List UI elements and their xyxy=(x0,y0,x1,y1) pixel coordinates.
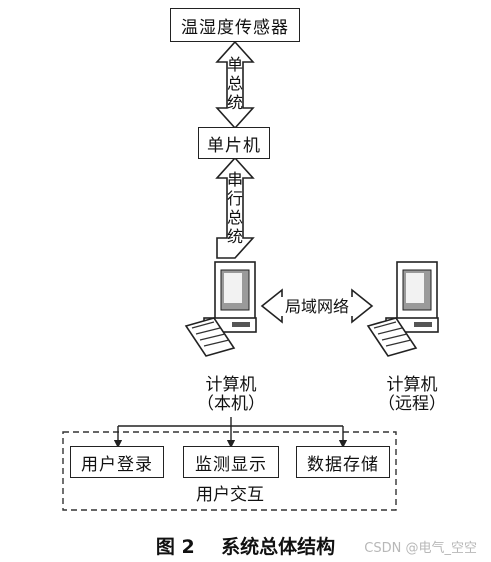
monitor-box: 监测显示 xyxy=(183,446,279,478)
local-computer-label: 计算机 （本机） xyxy=(186,376,276,414)
local-computer-sub: （本机） xyxy=(197,394,265,414)
serial-bus-char: 串 xyxy=(226,170,243,189)
serial-bus-arrow xyxy=(215,156,255,259)
module-connectors xyxy=(113,417,348,449)
watermark: CSDN @电气_空空 xyxy=(364,541,477,556)
storage-label: 数据存储 xyxy=(307,454,379,475)
serial-bus-char: 统 xyxy=(226,227,243,246)
mcu-box: 单片机 xyxy=(198,127,270,159)
sensor-box: 温湿度传感器 xyxy=(170,8,300,42)
serial-bus-char: 总 xyxy=(226,208,243,227)
single-bus-char: 单 xyxy=(226,55,243,74)
monitor-label: 监测显示 xyxy=(195,454,267,475)
serial-bus-label: 串 行 总 统 xyxy=(225,170,245,246)
remote-computer-label: 计算机 （远程） xyxy=(367,376,457,414)
lan-label: 局域网络 xyxy=(280,297,354,316)
single-bus-label: 单 总 统 xyxy=(225,55,245,112)
remote-computer-icon xyxy=(366,261,439,357)
figure-caption: 图 2 系统总体结构 xyxy=(155,536,336,558)
sensor-label: 温湿度传感器 xyxy=(181,17,289,38)
login-box: 用户登录 xyxy=(70,446,164,478)
remote-computer-sub: （远程） xyxy=(378,394,446,414)
local-computer-name: 计算机 xyxy=(205,375,257,395)
single-bus-char: 总 xyxy=(226,74,243,93)
single-bus-char: 统 xyxy=(226,93,243,112)
user-interaction-group xyxy=(62,431,397,511)
serial-bus-char: 行 xyxy=(226,189,243,208)
storage-box: 数据存储 xyxy=(296,446,390,478)
mcu-label: 单片机 xyxy=(207,135,261,156)
local-computer-icon xyxy=(184,261,257,357)
login-label: 用户登录 xyxy=(81,454,153,475)
group-label: 用户交互 xyxy=(196,485,264,505)
remote-computer-name: 计算机 xyxy=(386,375,438,395)
